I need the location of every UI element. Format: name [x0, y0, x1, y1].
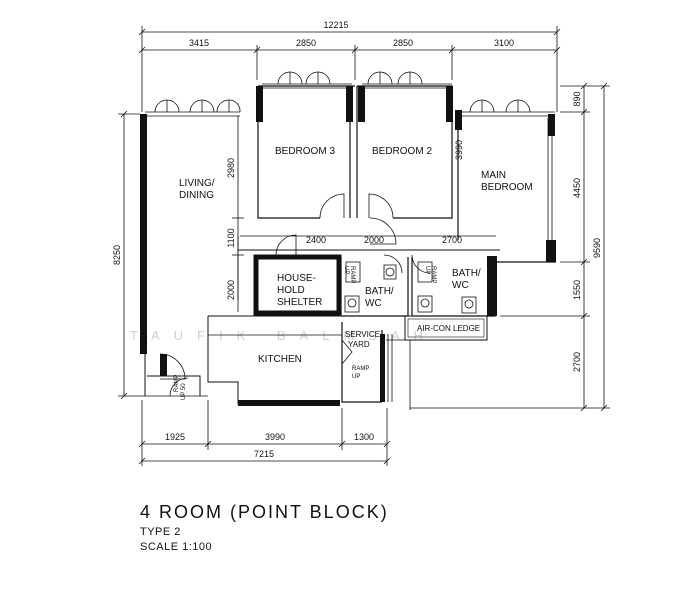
- dim-top-2: 2850: [296, 38, 316, 48]
- room-shelter-line3: SHELTER: [277, 297, 322, 308]
- plan-type: TYPE 2: [140, 526, 181, 538]
- ramp-label-2: RAMP: [430, 266, 436, 283]
- plan-scale: SCALE 1:100: [140, 541, 213, 553]
- dim-right-1550: 1550: [572, 280, 582, 300]
- room-service-line1: SERVICE: [345, 330, 380, 339]
- right-dimensions: [410, 82, 610, 412]
- walls: [140, 85, 556, 410]
- left-dimensions: [118, 110, 244, 400]
- dim-top-4: 3100: [494, 38, 514, 48]
- dim-left-total: 8250: [112, 245, 122, 265]
- dim-left-2000: 2000: [226, 280, 236, 300]
- room-bath1-line1: BATH/: [365, 286, 394, 297]
- room-aircon-ledge: AIR-CON LEDGE: [417, 324, 480, 333]
- dim-bed-depth: 3990: [454, 140, 464, 160]
- ramp-label-4: RAMP: [174, 375, 180, 392]
- room-service-line2: YARD: [348, 340, 370, 349]
- dim-right-total: 9590: [592, 238, 602, 258]
- fixtures: [344, 261, 477, 314]
- dim-bottom-3: 1300: [354, 432, 374, 442]
- top-dimensions: [138, 26, 561, 112]
- room-bath2-line2: WC: [452, 280, 469, 291]
- room-living-line2: DINING: [179, 190, 214, 201]
- ramp-label-1-up: UP: [343, 266, 349, 274]
- dim-mid-2: 2000: [364, 235, 384, 245]
- room-bath2-line1: BATH/: [452, 268, 481, 279]
- dim-bottom-total: 7215: [254, 449, 274, 459]
- watermark: TAUFIK BALMSAH: [130, 328, 437, 343]
- bottom-dimensions: [138, 400, 391, 466]
- dim-overall-width: 12215: [323, 20, 348, 30]
- doors: [159, 193, 431, 397]
- ramp-label-2-up: UP: [424, 266, 430, 274]
- dim-right-2700: 2700: [572, 352, 582, 372]
- windows: [145, 71, 555, 260]
- dim-mid-1: 2400: [306, 235, 326, 245]
- dim-top-3: 2850: [393, 38, 413, 48]
- dim-left-2980: 2980: [226, 158, 236, 178]
- dim-top-1: 3415: [189, 38, 209, 48]
- dim-mid-3: 2700: [442, 235, 462, 245]
- plan-title: 4 ROOM (POINT BLOCK): [140, 502, 389, 522]
- ramp-label-3: RAMP: [352, 366, 369, 372]
- dim-bottom-2: 3990: [265, 432, 285, 442]
- room-bedroom-3: BEDROOM 3: [275, 146, 335, 157]
- dim-right-4450: 4450: [572, 178, 582, 198]
- room-bath1-line2: WC: [365, 298, 382, 309]
- ramp-label-4-up: UP 50: [181, 383, 187, 400]
- dim-left-1100: 1100: [226, 228, 236, 247]
- room-living-line1: LIVING/: [179, 178, 215, 189]
- dim-right-890: 890: [572, 91, 582, 106]
- room-main-bedroom-line1: MAIN: [481, 170, 506, 181]
- room-kitchen: KITCHEN: [258, 354, 302, 365]
- room-main-bedroom-line2: BEDROOM: [481, 182, 533, 193]
- room-shelter-line1: HOUSE-: [277, 273, 316, 284]
- room-bedroom-2: BEDROOM 2: [372, 146, 432, 157]
- dim-bottom-1: 1925: [165, 432, 185, 442]
- room-shelter-line2: HOLD: [277, 285, 305, 296]
- ramp-label-1: RAMP: [349, 266, 355, 283]
- ramp-label-3-up: UP: [352, 374, 360, 380]
